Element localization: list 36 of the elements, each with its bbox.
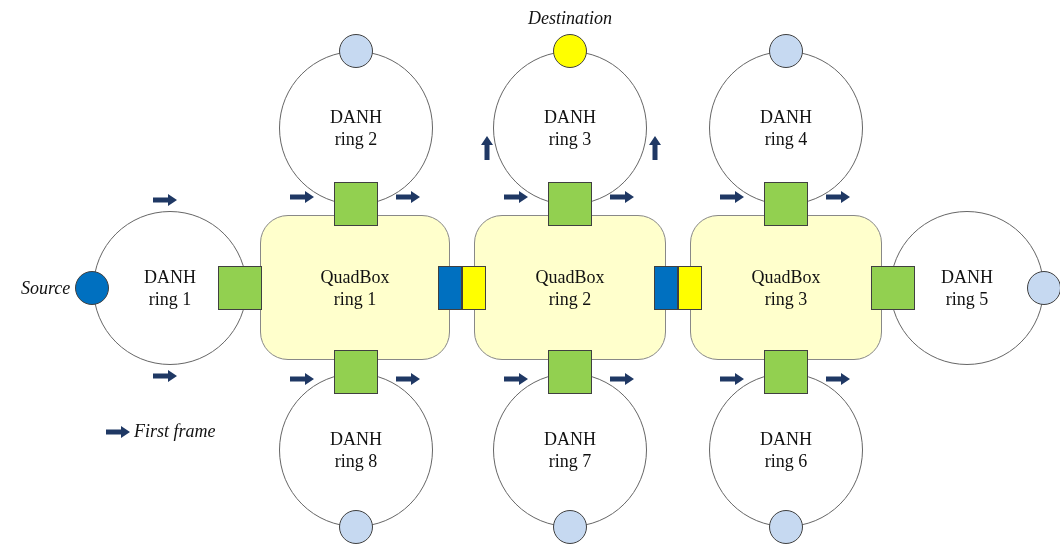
node-caption: Destination — [528, 7, 612, 29]
device-circle — [339, 510, 373, 544]
ring-label: DANH ring 4 — [759, 106, 813, 150]
device-circle — [75, 271, 109, 305]
quadbox-panel — [690, 215, 882, 360]
quadbox-panel — [474, 215, 666, 360]
port-square — [871, 266, 915, 310]
port-square — [334, 182, 378, 226]
quadbox-label: QuadBox ring 2 — [534, 265, 606, 310]
ring-label: DANH ring 8 — [329, 428, 383, 472]
legend-text: First frame — [134, 421, 216, 442]
quadbox-panel — [260, 215, 450, 360]
port-square — [548, 350, 592, 394]
port-square — [678, 266, 702, 310]
port-square — [438, 266, 462, 310]
port-square — [462, 266, 486, 310]
ring-label: DANH ring 3 — [543, 106, 597, 150]
device-circle — [769, 510, 803, 544]
ring-label: DANH ring 2 — [329, 106, 383, 150]
port-square — [764, 182, 808, 226]
device-circle — [553, 34, 587, 68]
port-square — [654, 266, 678, 310]
port-square — [764, 350, 808, 394]
port-square — [334, 350, 378, 394]
ring-label: DANH ring 1 — [143, 266, 197, 310]
quadbox-label: QuadBox ring 3 — [750, 265, 822, 310]
device-circle — [553, 510, 587, 544]
port-square — [548, 182, 592, 226]
ring-label: DANH ring 6 — [759, 428, 813, 472]
quadbox-label: QuadBox ring 1 — [319, 265, 391, 310]
device-circle — [769, 34, 803, 68]
port-square — [218, 266, 262, 310]
device-circle — [339, 34, 373, 68]
ring-label: DANH ring 5 — [940, 266, 994, 310]
ring-label: DANH ring 7 — [543, 428, 597, 472]
node-caption: Source — [21, 277, 71, 299]
